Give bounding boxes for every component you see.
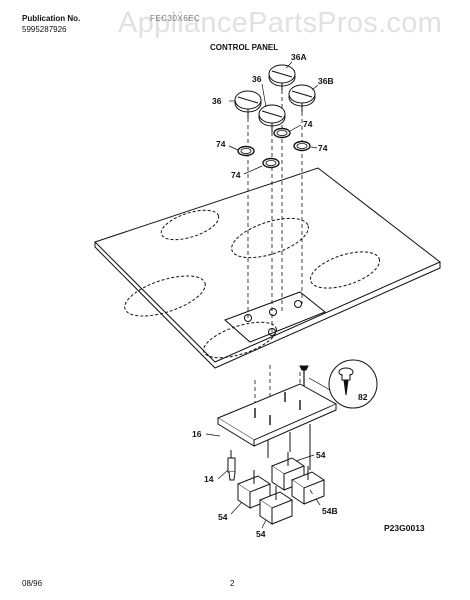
ring-74-c: [293, 140, 311, 152]
callout-54-bottom: 54: [256, 529, 266, 539]
switch-14: [227, 450, 236, 481]
figure-code: P23G0013: [384, 523, 425, 533]
callout-82: 82: [358, 392, 368, 402]
callout-16: 16: [192, 429, 202, 439]
callout-54-upper: 54: [316, 450, 326, 460]
ring-74-b: [237, 145, 255, 157]
burner-left-rear: [160, 209, 220, 241]
callout-74-a: 74: [303, 119, 313, 129]
knob-36: [234, 90, 262, 118]
knob-36B: [288, 84, 316, 112]
switch-54-bottom: [258, 486, 294, 525]
control-panel-bracket-16: [216, 383, 338, 470]
callout-74-d: 74: [231, 170, 241, 180]
switch-54B: [290, 466, 326, 505]
callout-36-left: 36: [212, 96, 222, 106]
publication-number: 5995287926: [22, 25, 67, 34]
callout-74-c: 74: [318, 143, 328, 153]
callout-54B: 54B: [322, 506, 338, 516]
footer-page-number: 2: [230, 579, 235, 588]
callout-14: 14: [204, 474, 214, 484]
burner-right-rear: [231, 217, 309, 259]
publication-label: Publication No.: [22, 14, 81, 23]
callout-36B: 36B: [318, 76, 334, 86]
ring-74-d: [262, 157, 280, 169]
knob-36A: [268, 64, 296, 90]
watermark: AppliancePartsPros.com: [118, 7, 443, 39]
callout-36A: 36A: [291, 52, 307, 62]
ring-74-a: [273, 127, 291, 139]
callout-54-left: 54: [218, 512, 228, 522]
burner-center-front: [203, 321, 277, 359]
burner-right-front: [309, 251, 381, 289]
cooktop-edge: [94, 242, 441, 369]
control-panel-opening: [224, 291, 326, 343]
cooktop-surface: [94, 167, 441, 363]
screw-82-detail: [328, 359, 378, 409]
callout-74-b: 74: [216, 139, 226, 149]
footer-date: 08/96: [22, 579, 43, 588]
section-title: CONTROL PANEL: [210, 43, 279, 52]
callout-36: 36: [252, 74, 262, 84]
burner-left-front: [124, 275, 206, 317]
model-number: FEC30X6EC: [150, 14, 201, 23]
knob-36-lower: [258, 104, 286, 132]
